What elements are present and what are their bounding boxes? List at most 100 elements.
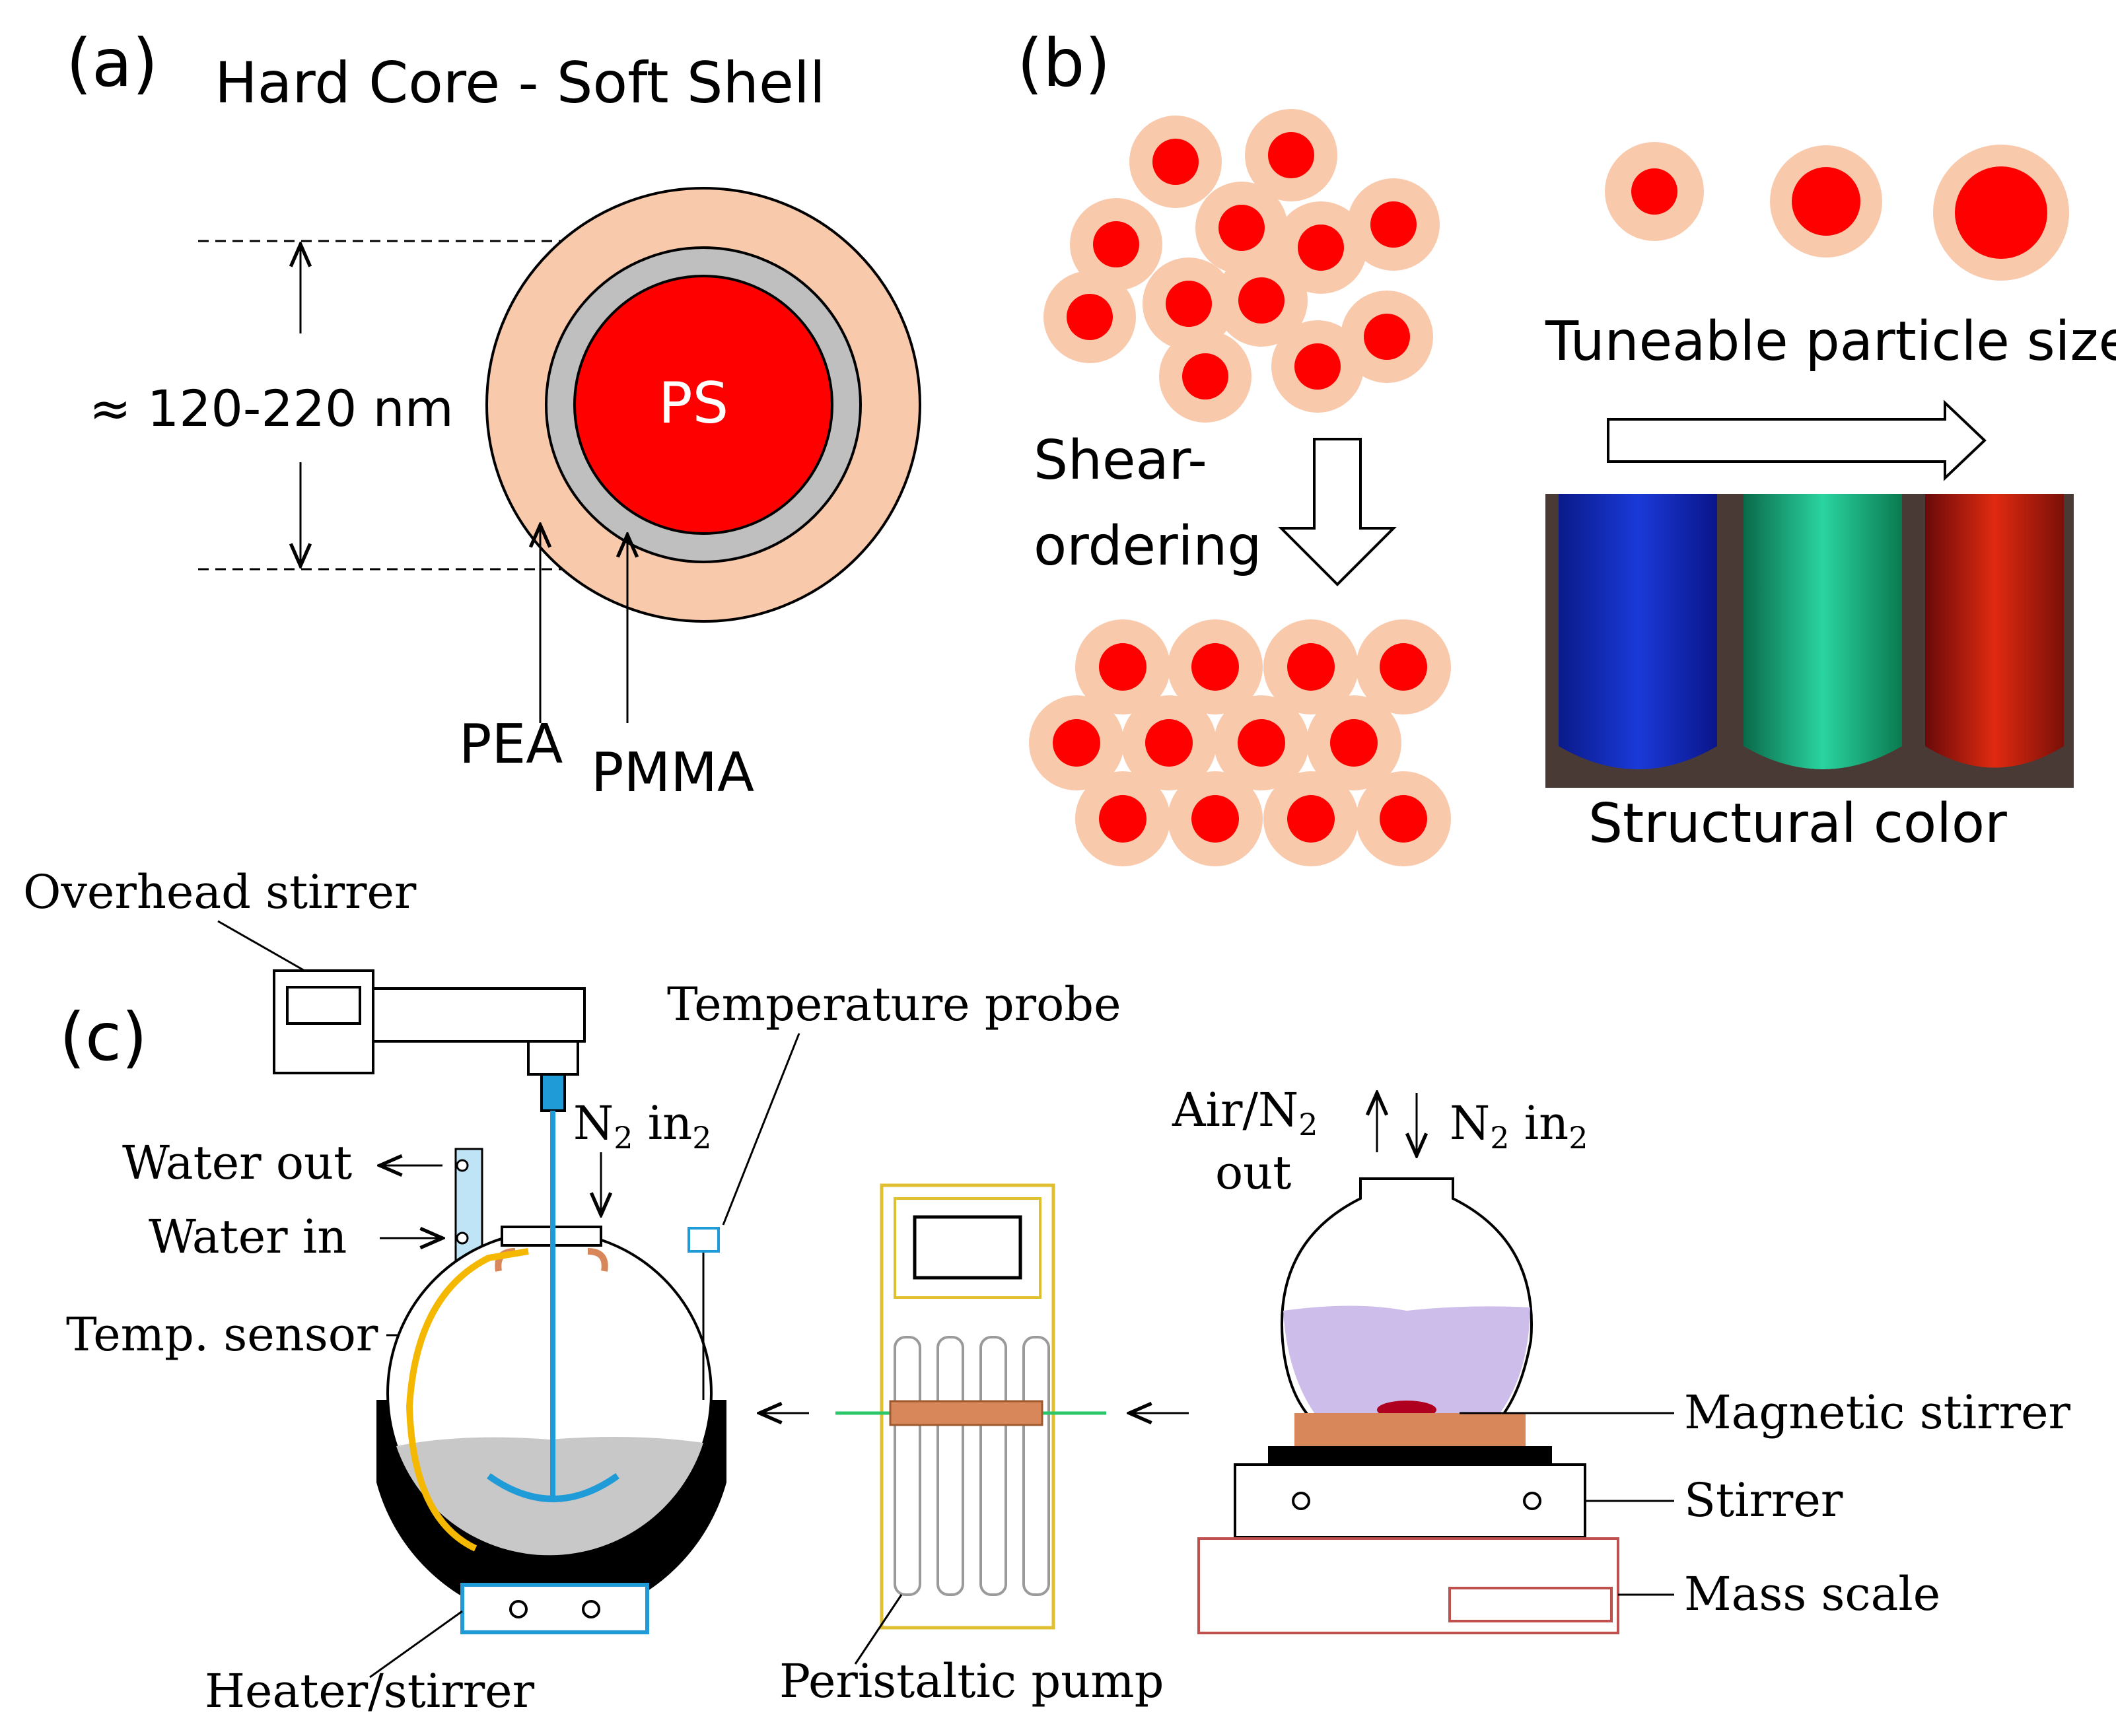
heater-stirrer-leader [369,1610,463,1679]
disordered-particle-core [1238,277,1285,324]
disordered-particle-core [1364,314,1410,360]
peristaltic-pump-leader [854,1594,903,1665]
pump-display [913,1215,1022,1280]
temp-probe-head [688,1227,720,1253]
pump-roller-4 [1022,1336,1050,1596]
pump-roller-2 [936,1336,964,1596]
temp-sensor-rod [406,1248,529,1552]
ordered-particle-core [1287,795,1335,843]
air-n2-label: Air/N2 [1172,1083,1318,1142]
pmma-label: PMMA [591,742,754,804]
shear-label-line2: ordering [1034,515,1261,578]
temp-sensor-label: Temp. sensor [66,1307,378,1362]
mass-scale-display [1448,1587,1613,1622]
stirrer-paddle [487,1473,619,1502]
heater-knob-left [509,1600,528,1618]
ps-core [573,275,833,535]
condenser-outlet [456,1159,469,1172]
size-label: ≈ 120-220 nm [89,379,454,438]
blue-tube [1559,494,1717,769]
red-tube [1925,494,2064,768]
magnetic-stirrer-label: Magnetic stirrer [1684,1385,2070,1440]
size-arrow [1607,399,1987,481]
peristaltic-pump [835,1183,1106,1630]
mass-scale-label: Mass scale [1684,1567,1940,1621]
n2-in-right-label: N2 in2 [1450,1096,1588,1156]
ordered-particle-core [1053,719,1100,767]
medium-particle-core [1792,167,1860,236]
structural-label: Structural color [1588,792,2007,855]
water-in-label: Water in [149,1210,347,1264]
panel-a-label: (a) [66,24,158,102]
panel-c: (c) Overhead stirrer Temperature probe N… [23,865,2070,1718]
ordered-particle-core [1238,719,1285,767]
panel-b: (b) Shear- ordering Tuneable particle si… [1017,24,2116,866]
disordered-particle-core [1067,294,1113,340]
temperature-probe-leader [722,1033,800,1226]
reactor-flask [376,1111,726,1634]
panel-b-label: (b) [1017,24,1111,102]
disordered-particle-core [1166,281,1212,327]
small-particle-core [1631,168,1677,215]
disordered-particle-core [1152,139,1199,185]
overhead-stirrer-label: Overhead stirrer [23,865,417,919]
ordered-particle-core [1099,643,1146,691]
disordered-particle-core [1370,201,1417,248]
stirrer-top-plate [1294,1413,1526,1446]
temperature-probe-label: Temperature probe [667,977,1121,1031]
disordered-particle-core [1298,225,1344,271]
shear-label-line1: Shear- [1034,429,1207,492]
ordered-particle-core [1191,795,1239,843]
out-label: out [1215,1146,1291,1200]
n2-in-left-label: N2 in2 [573,1096,712,1156]
disordered-particles [1043,109,1440,423]
pea-label: PEA [459,713,563,776]
heater-knob-right [582,1600,600,1618]
overhead-stirrer-leader [217,920,311,975]
core-label: PS [658,370,728,436]
overhead-stirrer [273,969,586,1112]
pump-roller-1 [894,1336,921,1596]
stirrer-pad [1268,1446,1552,1465]
tuneable-label: Tuneable particle size [1545,310,2116,373]
green-tube [1744,494,1902,769]
stirrer-label: Stirrer [1684,1473,1843,1527]
stirrer-knob-left [1292,1492,1310,1510]
ordered-particle-core [1380,795,1427,843]
disordered-particle-core [1294,343,1341,390]
disordered-particle-core [1268,132,1314,178]
disordered-particle-core [1218,205,1265,251]
shear-arrow [1278,438,1397,586]
ordered-particle-core [1145,719,1193,767]
ordered-particle-core [1330,719,1378,767]
water-out-label: Water out [122,1136,352,1190]
feed-flask [1197,1177,1619,1634]
ordered-particle-core [1191,643,1239,691]
panel-c-label: (c) [59,998,147,1076]
pump-clamp [889,1400,1043,1426]
ordered-particle-core [1287,643,1335,691]
stirrer-knob-right [1523,1492,1541,1510]
ordered-particle-core [1380,643,1427,691]
feed-liquid [1283,1305,1530,1430]
stirrer-chuck [527,1040,579,1076]
disordered-particle-core [1182,353,1228,399]
large-particle-core [1955,166,2047,259]
peristaltic-pump-label: Peristaltic pump [779,1654,1164,1708]
ordered-particle-core [1099,795,1146,843]
disordered-particle-core [1093,221,1139,267]
lid-clamp-right [587,1248,608,1272]
heater-stirrer-base [460,1583,649,1634]
pump-roller-3 [979,1336,1007,1596]
structural-color-photo [1545,494,2074,788]
ordered-particles [1029,619,1451,866]
stirrer-arm [372,987,586,1043]
stirrer-coupling [540,1073,566,1112]
panel-a-title: Hard Core - Soft Shell [215,50,826,116]
heater-stirrer-label: Heater/stirrer [205,1664,535,1718]
condenser-inlet [456,1232,469,1245]
panel-a: (a) Hard Core - Soft Shell ≈ 120-220 nm … [66,24,921,804]
heating-mantle [376,1400,726,1624]
